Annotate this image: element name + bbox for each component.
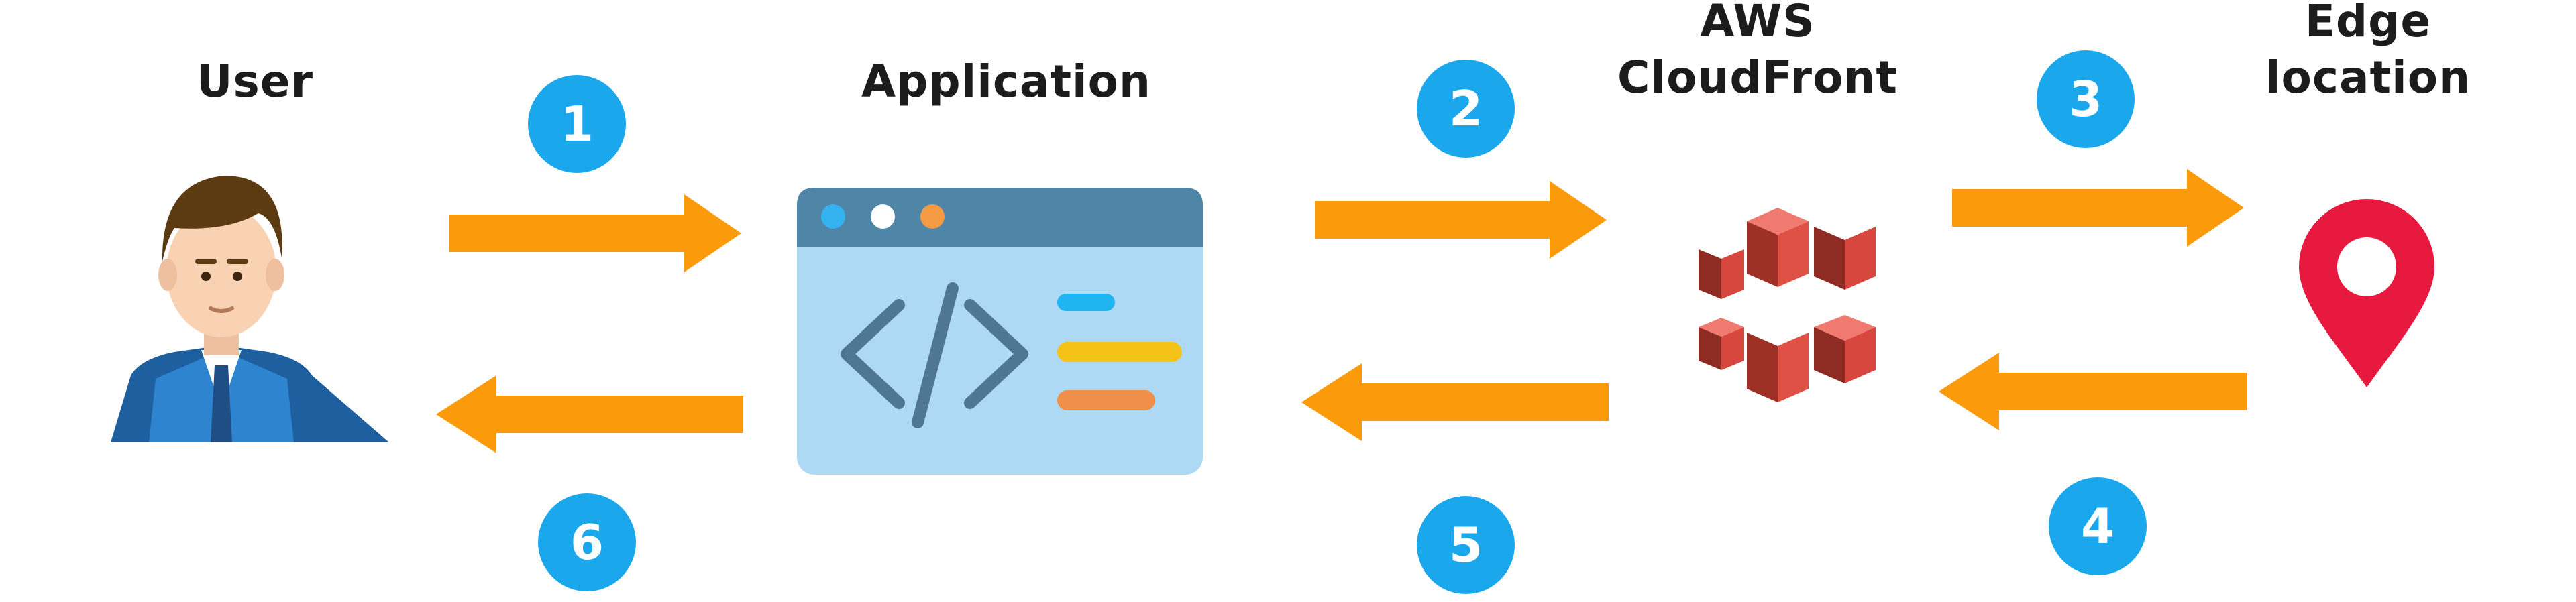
user-label: User: [154, 54, 356, 110]
step-badge-5: 5: [1417, 496, 1515, 594]
application-label-line: Application: [861, 56, 1151, 107]
cloudfront-label-line-1: AWS: [1700, 0, 1815, 47]
edge-location-label: Edge location: [2214, 0, 2522, 106]
cloudfront-icon: [1699, 208, 1876, 402]
edge-location-label-line-1: Edge: [2304, 0, 2432, 47]
arrow-step-6: [436, 375, 743, 453]
step-badge-6: 6: [538, 493, 636, 591]
step-badge-4: 4: [2049, 477, 2147, 575]
map-pin-icon: [2299, 199, 2434, 387]
code-window-icon: [797, 188, 1203, 475]
step-badge-2: 2: [1417, 60, 1515, 158]
arrow-step-5: [1301, 363, 1609, 441]
application-label: Application: [805, 54, 1208, 110]
step-badge-1: 1: [528, 75, 626, 173]
step-badge-3: 3: [2037, 50, 2135, 148]
arrow-step-4: [1939, 353, 2247, 430]
edge-location-label-line-2: location: [2265, 52, 2471, 103]
user-label-line: User: [196, 56, 314, 107]
cloudfront-label: AWS CloudFront: [1570, 0, 1945, 106]
arrow-step-2: [1315, 181, 1607, 259]
arrow-step-1: [449, 194, 741, 272]
cloudfront-label-line-2: CloudFront: [1617, 52, 1898, 103]
arrow-step-3: [1952, 169, 2244, 247]
user-icon: [111, 176, 389, 442]
